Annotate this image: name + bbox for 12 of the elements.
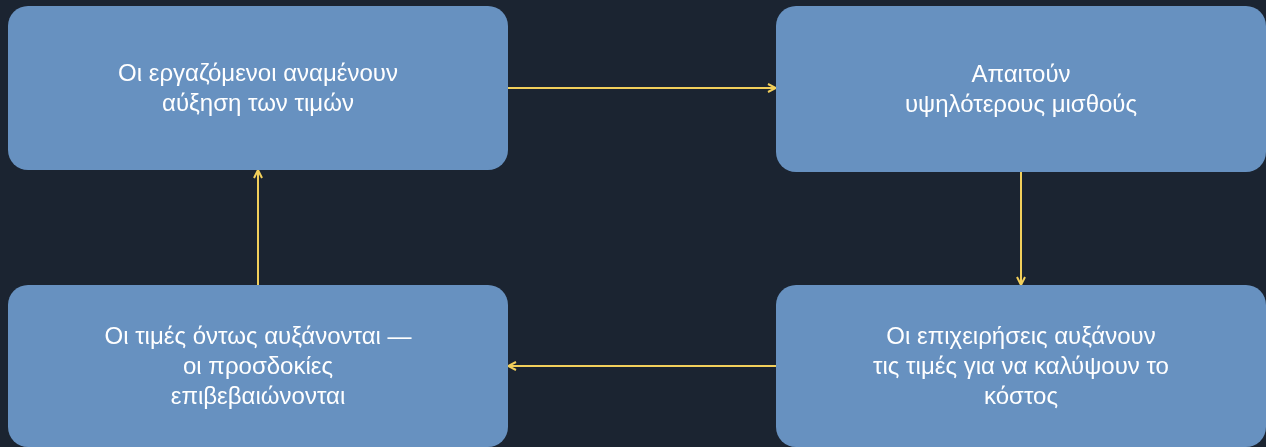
- arrow: [1016, 171, 1026, 286]
- process-box: [8, 6, 508, 170]
- arrow: [253, 169, 263, 286]
- arrow: [507, 83, 777, 93]
- process-box: [8, 285, 508, 447]
- arrow: [507, 361, 777, 371]
- box-text: Απαιτούν υψηλότερους μισθούς: [903, 59, 1139, 119]
- box-text: Οι εργαζόμενοι αναμένουν αύξηση των τιμών: [117, 58, 399, 118]
- box-text: Οι τιμές όντως αυξάνονται — οι προσδοκίες επιβεβαιώνονται: [103, 321, 413, 411]
- process-box: [776, 285, 1266, 447]
- box-text: Οι επιχειρήσεις αυξάνουν τις τιμές για να καλύψουν το κόστος: [872, 321, 1170, 411]
- process-box: [776, 6, 1266, 172]
